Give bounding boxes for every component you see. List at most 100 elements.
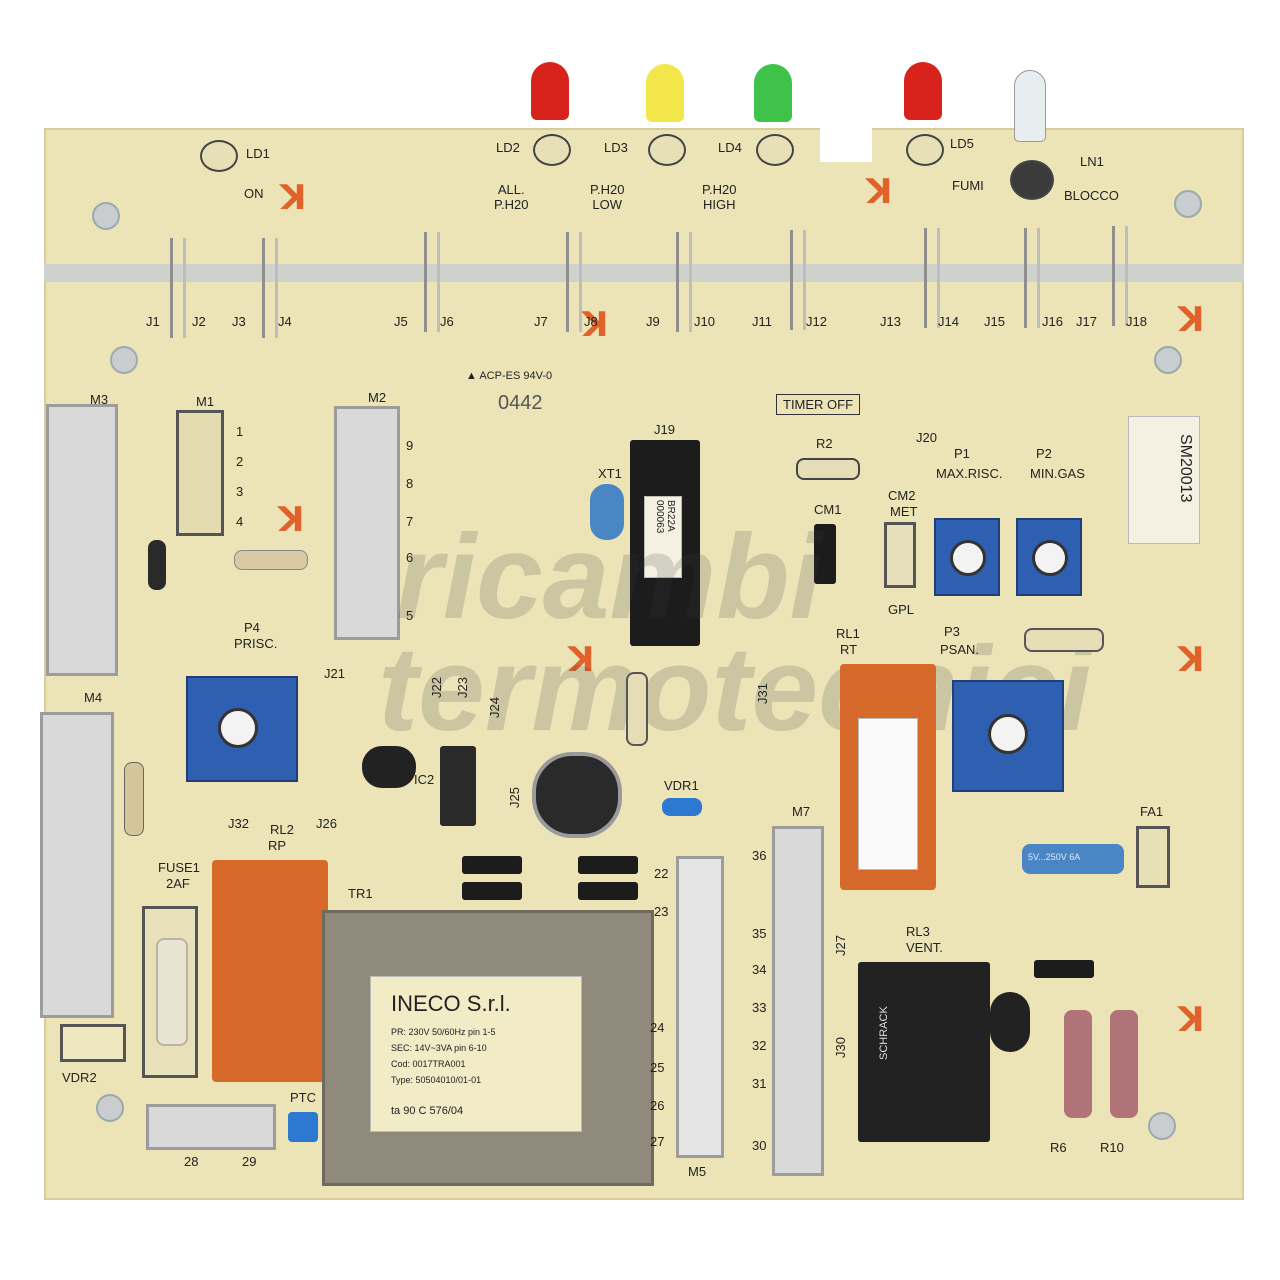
diode bbox=[462, 882, 522, 900]
label-m2-pin5: 5 bbox=[406, 608, 414, 623]
trimmer-p4-prisc[interactable] bbox=[186, 676, 298, 782]
label-ld4: LD4 bbox=[718, 140, 742, 155]
silk-logo-mark: ꓘ bbox=[582, 306, 609, 344]
label-fuse-rating: 2AF bbox=[166, 876, 190, 891]
label-j27: J27 bbox=[832, 935, 848, 956]
label-m7: M7 bbox=[792, 804, 811, 819]
mounting-hole bbox=[92, 202, 120, 230]
label-m7-30: 30 bbox=[752, 1138, 767, 1153]
silk-logo-mark: ꓘ bbox=[278, 501, 305, 539]
label-acp: ▲ ACP-ES 94V-0 bbox=[466, 370, 553, 382]
label-vdr1: VDR1 bbox=[664, 778, 699, 793]
label-j13: J13 bbox=[880, 314, 901, 329]
led-socket-ld1 bbox=[200, 140, 238, 172]
jumper-wire bbox=[170, 238, 186, 338]
label-j19: J19 bbox=[654, 422, 675, 437]
relay-rl2 bbox=[212, 860, 328, 1082]
label-all-ph20: ALL. P.H20 bbox=[494, 182, 529, 212]
label-m5-22: 22 bbox=[654, 866, 669, 881]
mounting-hole bbox=[110, 346, 138, 374]
trimmer-knob[interactable] bbox=[218, 708, 258, 748]
label-p3: P3 bbox=[944, 624, 960, 639]
label-29: 29 bbox=[242, 1154, 257, 1169]
silk-logo-mark: ꓘ bbox=[866, 173, 893, 211]
transformer-code: ta 90 C 576/04 bbox=[391, 1105, 464, 1117]
ptc-thermistor bbox=[288, 1112, 318, 1142]
trimmer-knob[interactable] bbox=[988, 714, 1028, 754]
trimmer-p3-psan[interactable] bbox=[952, 680, 1064, 792]
fuse-fa1-holder bbox=[1136, 826, 1170, 888]
label-j10: J10 bbox=[694, 314, 715, 329]
diode bbox=[578, 882, 638, 900]
label-gpl: GPL bbox=[888, 602, 915, 617]
trimmer-p1-max-risc[interactable] bbox=[934, 518, 1000, 596]
trimmer-p2-min-gas[interactable] bbox=[1016, 518, 1082, 596]
label-m7-35: 35 bbox=[752, 926, 767, 941]
label-j18: J18 bbox=[1126, 314, 1147, 329]
label-j15: J15 bbox=[984, 314, 1005, 329]
connector-m5 bbox=[676, 856, 724, 1158]
label-j4: J4 bbox=[278, 314, 292, 329]
label-j30: J30 bbox=[832, 1037, 848, 1058]
label-j26: J26 bbox=[316, 816, 337, 831]
label-rt: RT bbox=[840, 642, 858, 657]
label-m7-34: 34 bbox=[752, 962, 767, 977]
label-rl3: RL3 bbox=[906, 924, 930, 939]
transformer-line1: PR: 230V 50/60Hz pin 1-5 bbox=[391, 1027, 496, 1037]
jumper-wire bbox=[790, 230, 806, 330]
trimmer-knob[interactable] bbox=[1032, 540, 1068, 576]
jumper-wire bbox=[566, 232, 582, 332]
label-ptc: PTC bbox=[290, 1090, 316, 1105]
mounting-hole bbox=[96, 1094, 124, 1122]
label-ld5: LD5 bbox=[950, 136, 974, 151]
label-j32: J32 bbox=[228, 816, 249, 831]
label-prisc: PRISC. bbox=[234, 636, 278, 651]
label-j7: J7 bbox=[534, 314, 548, 329]
transformer-label: INECO S.r.l. PR: 230V 50/60Hz pin 1-5 SE… bbox=[370, 976, 582, 1132]
lamp-socket bbox=[1010, 160, 1054, 200]
crystal-xt1 bbox=[590, 484, 624, 540]
mounting-hole bbox=[1154, 346, 1182, 374]
label-m5: M5 bbox=[688, 1164, 707, 1179]
label-m7-31: 31 bbox=[752, 1076, 767, 1091]
fuse-fuse1 bbox=[156, 938, 188, 1046]
resistor bbox=[234, 550, 308, 570]
capacitor-large bbox=[532, 752, 622, 838]
label-cm1: CM1 bbox=[814, 502, 842, 517]
label-m1-pin2: 2 bbox=[236, 454, 244, 469]
trimmer-knob[interactable] bbox=[950, 540, 986, 576]
label-j20: J20 bbox=[916, 430, 937, 445]
label-j31: J31 bbox=[754, 683, 770, 704]
diode bbox=[462, 856, 522, 874]
label-m7-36: 36 bbox=[752, 848, 767, 863]
label-min-gas: MIN.GAS bbox=[1030, 466, 1085, 481]
capacitor-electrolytic bbox=[990, 992, 1030, 1052]
label-ld2: LD2 bbox=[496, 140, 520, 155]
label-m7-32: 32 bbox=[752, 1038, 767, 1053]
label-m5-24: 24 bbox=[650, 1020, 665, 1035]
jumper-wire bbox=[424, 232, 440, 332]
label-j5: J5 bbox=[394, 314, 408, 329]
connector-m3 bbox=[46, 404, 118, 676]
label-max-risc: MAX.RISC. bbox=[936, 466, 1003, 481]
jumper-wire bbox=[676, 232, 692, 332]
led-socket bbox=[906, 134, 944, 166]
varistor-vdr1 bbox=[662, 798, 702, 816]
foam-strip bbox=[44, 264, 1244, 282]
label-fuse1: FUSE1 bbox=[158, 860, 200, 875]
label-tr1: TR1 bbox=[348, 886, 373, 901]
label-m3: M3 bbox=[90, 392, 109, 407]
part-number-card bbox=[1128, 416, 1200, 544]
connector-vdr2 bbox=[60, 1024, 126, 1062]
label-m5-27: 27 bbox=[650, 1134, 665, 1149]
label-j17: J17 bbox=[1076, 314, 1097, 329]
relay-rl3 bbox=[858, 962, 990, 1142]
connector-28-29 bbox=[146, 1104, 276, 1150]
silk-logo-mark: ꓘ bbox=[568, 641, 595, 679]
label-m5-26: 26 bbox=[650, 1098, 665, 1113]
label-m1-pin3: 3 bbox=[236, 484, 244, 499]
connector-m7 bbox=[772, 826, 824, 1176]
led-socket bbox=[756, 134, 794, 166]
capacitor-text: 5V...250V 6A bbox=[1028, 852, 1081, 862]
label-m1-pin4: 4 bbox=[236, 514, 244, 529]
